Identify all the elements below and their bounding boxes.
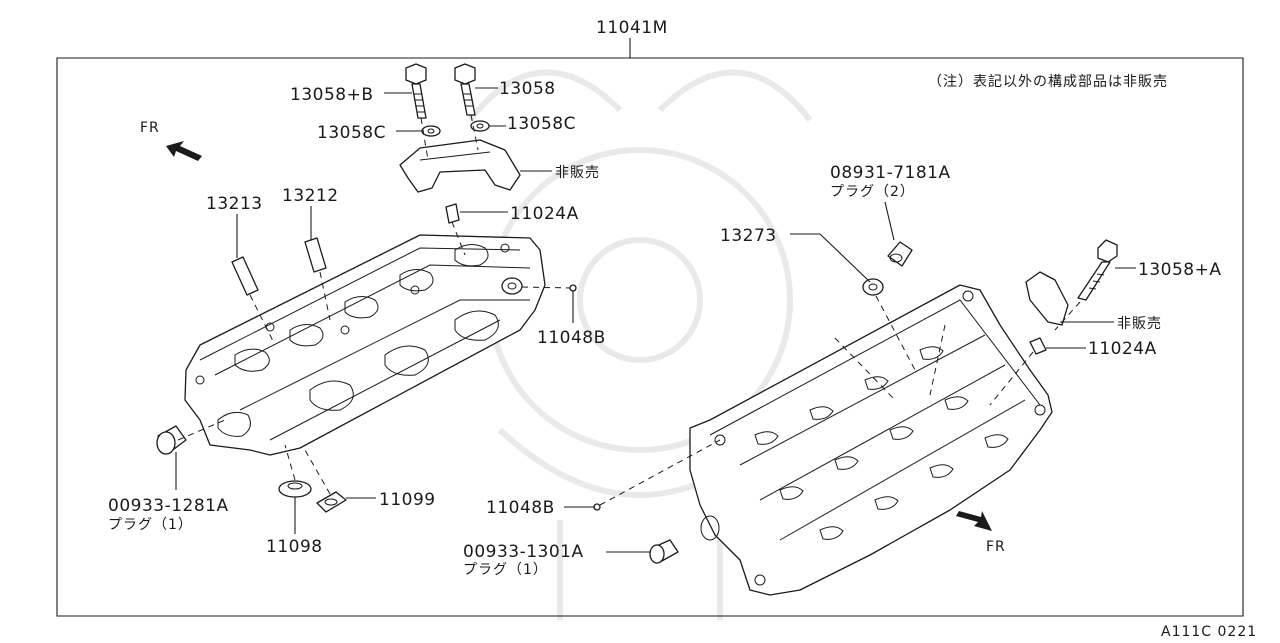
bolt-13058-b-part bbox=[405, 63, 427, 119]
left-cam-bracket bbox=[399, 139, 521, 193]
label-13058-b: 13058+B bbox=[290, 85, 374, 105]
label-11048b-left: 11048B bbox=[537, 328, 606, 348]
assembly-dashed-lines bbox=[177, 114, 1081, 506]
label-08931-7181a-desc: プラグ（2） bbox=[830, 184, 915, 200]
plug-00933-1281a-part bbox=[156, 425, 187, 455]
washer-13058c-left-part bbox=[421, 125, 441, 137]
label-13212: 13212 bbox=[282, 186, 339, 206]
label-11099: 11099 bbox=[379, 490, 436, 510]
assembly-frame bbox=[56, 38, 1244, 617]
right-cylinder-head bbox=[689, 284, 1053, 596]
label-13058c-left: 13058C bbox=[317, 123, 386, 143]
gasket-13273-part bbox=[862, 278, 884, 296]
label-00933-1301a: 00933-1301A bbox=[463, 542, 584, 562]
fr-arrow-left-icon bbox=[166, 141, 202, 161]
bolt-13058-part bbox=[454, 63, 476, 116]
bolt-13058-a-part bbox=[1077, 239, 1118, 301]
assembly-number: 11041M bbox=[596, 18, 668, 38]
dowel-11024a-right-part bbox=[1029, 337, 1047, 355]
seal-11098-part bbox=[278, 480, 312, 498]
label-13058-a: 13058+A bbox=[1138, 260, 1221, 280]
label-11048b-right: 11048B bbox=[486, 498, 555, 518]
label-13273: 13273 bbox=[720, 226, 777, 246]
seal-11099-part bbox=[316, 491, 347, 513]
guide-13213-part bbox=[231, 256, 259, 296]
plug-08931-7181a-part bbox=[887, 241, 913, 267]
not-sold-note: （注）表記以外の構成部品は非販売 bbox=[928, 73, 1168, 90]
plug-00933-1301a-part bbox=[649, 539, 679, 564]
leader-lines bbox=[175, 87, 1136, 553]
label-13213: 13213 bbox=[206, 194, 263, 214]
label-00933-1281a: 00933-1281A bbox=[108, 496, 229, 516]
label-11024a-right: 11024A bbox=[1088, 339, 1157, 359]
label-00933-1281a-desc: プラグ（1） bbox=[108, 517, 193, 533]
guide-13212-part bbox=[304, 237, 327, 273]
label-13058c-right: 13058C bbox=[507, 114, 576, 134]
label-11024a-left: 11024A bbox=[510, 204, 579, 224]
label-11098: 11098 bbox=[266, 537, 323, 557]
label-13058: 13058 bbox=[499, 79, 556, 99]
dowel-11024a-left-part bbox=[445, 203, 460, 224]
left-cylinder-head bbox=[184, 234, 546, 456]
label-not-sold-right: 非販売 bbox=[1117, 316, 1162, 332]
plug-11048b-left-part bbox=[501, 277, 577, 295]
fr-label-left: FR bbox=[140, 120, 160, 136]
fr-arrow-right-icon bbox=[956, 511, 992, 531]
fr-label-right: FR bbox=[986, 539, 1006, 555]
label-08931-7181a: 08931-7181A bbox=[830, 163, 951, 183]
label-00933-1301a-desc: プラグ（1） bbox=[463, 562, 548, 578]
label-not-sold-left: 非販売 bbox=[555, 165, 600, 181]
footer-code: A111C 0221 bbox=[1161, 624, 1257, 639]
right-cam-bracket bbox=[1025, 271, 1069, 326]
